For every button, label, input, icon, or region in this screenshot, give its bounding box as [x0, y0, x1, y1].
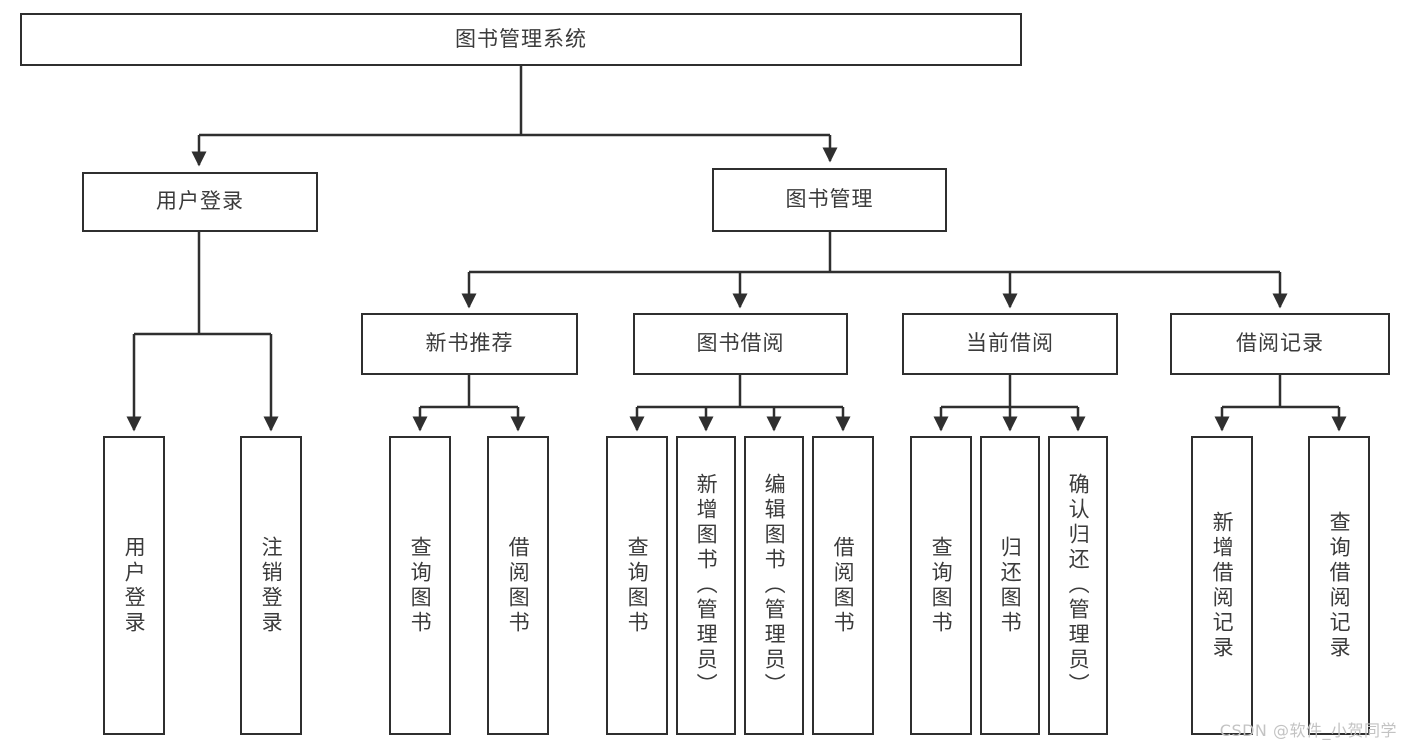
node-leaf-query-book-1-label: 查询图书	[408, 535, 433, 636]
node-leaf-return-book[interactable]: 归还图书	[980, 436, 1040, 735]
node-book-manage-label: 图书管理	[785, 187, 874, 212]
node-leaf-add-book[interactable]: 新增图书（管理员）	[676, 436, 736, 735]
node-leaf-query-record-label: 查询借阅记录	[1327, 510, 1352, 661]
node-current-borrow-label: 当前借阅	[966, 331, 1054, 356]
node-leaf-query-book-1[interactable]: 查询图书	[389, 436, 451, 735]
node-leaf-query-book-3-label: 查询图书	[929, 535, 954, 636]
node-leaf-borrow-book-1-label: 借阅图书	[506, 535, 531, 636]
node-leaf-logout-login[interactable]: 注销登录	[240, 436, 302, 735]
node-user-login[interactable]: 用户登录	[82, 172, 318, 232]
node-leaf-return-book-label: 归还图书	[998, 535, 1023, 636]
node-borrow-record-label: 借阅记录	[1236, 331, 1324, 356]
node-leaf-user-login[interactable]: 用户登录	[103, 436, 165, 735]
node-leaf-logout-login-label: 注销登录	[259, 535, 284, 636]
node-leaf-add-record[interactable]: 新增借阅记录	[1191, 436, 1253, 735]
node-leaf-query-book-2[interactable]: 查询图书	[606, 436, 668, 735]
node-root-label: 图书管理系统	[455, 26, 587, 51]
node-leaf-confirm-return-label: 确认归还（管理员）	[1066, 473, 1091, 698]
node-leaf-edit-book[interactable]: 编辑图书（管理员）	[744, 436, 804, 735]
watermark: CSDN @软件_小贺同学	[1219, 721, 1397, 740]
node-root[interactable]: 图书管理系统	[20, 13, 1022, 66]
node-book-manage[interactable]: 图书管理	[712, 168, 947, 232]
node-leaf-borrow-book-1[interactable]: 借阅图书	[487, 436, 549, 735]
node-leaf-query-book-3[interactable]: 查询图书	[910, 436, 972, 735]
node-leaf-add-record-label: 新增借阅记录	[1210, 510, 1235, 661]
node-leaf-borrow-book-2-label: 借阅图书	[831, 535, 856, 636]
node-leaf-borrow-book-2[interactable]: 借阅图书	[812, 436, 874, 735]
node-book-borrow-label: 图书借阅	[696, 331, 785, 356]
node-leaf-user-login-label: 用户登录	[122, 535, 147, 636]
node-leaf-edit-book-label: 编辑图书（管理员）	[762, 473, 787, 698]
node-leaf-add-book-label: 新增图书（管理员）	[694, 473, 719, 698]
node-borrow-record[interactable]: 借阅记录	[1170, 313, 1390, 375]
node-user-login-label: 用户登录	[156, 189, 244, 214]
node-leaf-query-record[interactable]: 查询借阅记录	[1308, 436, 1370, 735]
node-book-borrow[interactable]: 图书借阅	[633, 313, 848, 375]
node-leaf-confirm-return[interactable]: 确认归还（管理员）	[1048, 436, 1108, 735]
node-current-borrow[interactable]: 当前借阅	[902, 313, 1118, 375]
node-new-book-recommend-label: 新书推荐	[425, 331, 514, 356]
node-new-book-recommend[interactable]: 新书推荐	[361, 313, 578, 375]
node-leaf-query-book-2-label: 查询图书	[625, 535, 650, 636]
